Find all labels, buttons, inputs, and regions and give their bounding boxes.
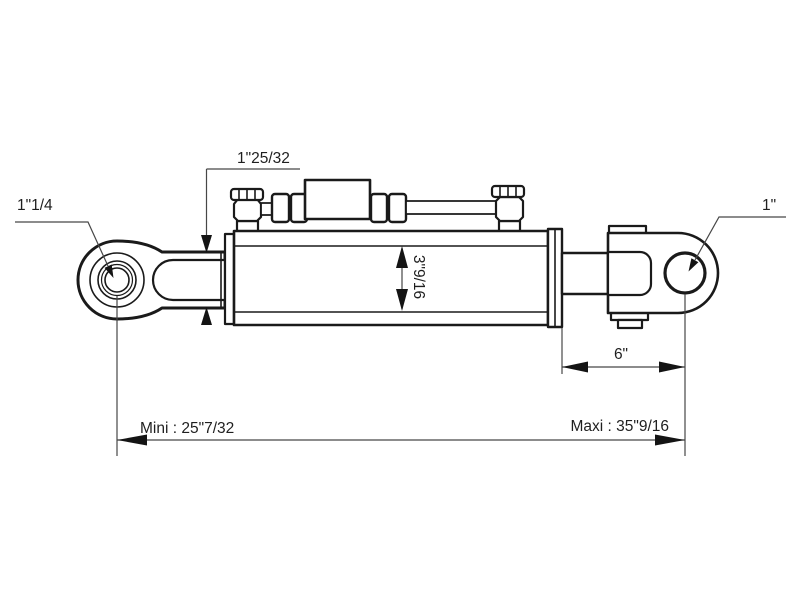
cylinder-body: [223, 227, 564, 329]
eye-end: [76, 239, 227, 321]
dimension-layer: 1"25/32 1"1/4 1" 3"9/16 6": [15, 150, 786, 456]
eye-bore-dimension-label: 1"1/4: [17, 197, 53, 214]
dim-clevis-bore: 1": [688, 197, 786, 272]
eye-bore-leader-line: [15, 221, 109, 267]
max-length-label: Maxi : 35"9/16: [570, 418, 669, 435]
clevis-bore-leader-line: [694, 216, 786, 261]
arrowhead-leader-left: [104, 264, 114, 278]
clevis-pin-hole: [663, 251, 707, 295]
clevis-bore-dimension-label: 1": [762, 197, 776, 214]
arrowhead-left: [117, 434, 147, 446]
tube-nut: [387, 192, 408, 224]
dim-rod-neck: 1"25/32: [201, 150, 300, 325]
left-elbow-fitting: [229, 187, 265, 234]
tube-nut: [270, 192, 291, 224]
valve-block: [303, 178, 372, 221]
clevis-slot: [606, 250, 653, 297]
cylinder-left-cap: [223, 232, 236, 326]
dim-clevis-length: 6": [561, 328, 685, 374]
arrowhead-down: [396, 289, 408, 311]
long-tube: [405, 200, 498, 215]
right-elbow-fitting: [490, 184, 526, 234]
tube-nut: [369, 192, 389, 224]
arrowhead-leader-right: [688, 258, 699, 272]
rod-neck-leader-line: [205, 168, 300, 237]
dim-eye-bore: 1"1/4: [15, 197, 114, 278]
arrowhead-left: [562, 361, 588, 373]
right-fitting-body: [494, 195, 525, 223]
min-length-label: Mini : 25"7/32: [140, 420, 234, 437]
eye-ball: [104, 267, 130, 293]
eye-ring-inner: [100, 263, 134, 297]
right-cap-ribs: [499, 187, 517, 196]
left-cap-ribs: [238, 190, 256, 199]
arrowhead-up: [396, 246, 408, 268]
dim-cylinder-bore: 3"9/16: [396, 246, 427, 311]
dim-overall-length: Mini : 25"7/32 Maxi : 35"9/16: [116, 294, 686, 456]
clevis-bottom-boss: [616, 318, 644, 330]
rod-neck-dimension-label: 1"25/32: [237, 150, 290, 167]
cylinder-bore-dimension-label: 3"9/16: [410, 255, 427, 299]
hydraulic-plumbing: [229, 178, 526, 234]
clevis-length-dimension-label: 6": [614, 346, 628, 363]
clevis-end: [606, 224, 720, 330]
arrowhead-right: [655, 434, 685, 446]
arrowhead-right: [659, 361, 685, 373]
left-fitting-body: [232, 197, 263, 223]
cylinder-tube: [232, 229, 550, 327]
arrowhead-down: [201, 235, 212, 253]
arrowhead-up: [201, 307, 212, 325]
piston-rod: [560, 251, 610, 296]
eye-neck-contour: [151, 258, 227, 302]
